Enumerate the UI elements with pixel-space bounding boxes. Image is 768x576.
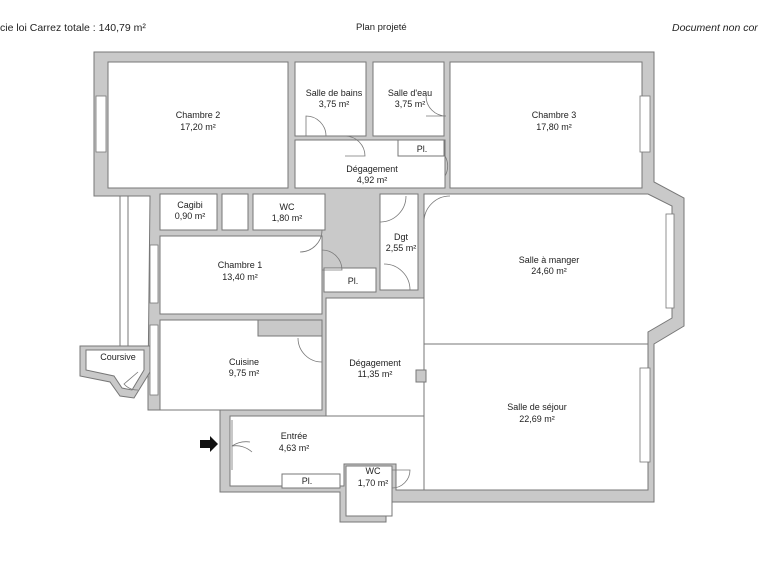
entree[interactable] <box>229 415 425 491</box>
room-name-pl-mid: Pl. <box>348 276 359 286</box>
room-name-pl-bottom: Pl. <box>302 476 313 486</box>
door-coursive[interactable] <box>123 371 139 391</box>
wc-bottom[interactable] <box>345 465 393 517</box>
window-cuisine <box>149 324 159 396</box>
window-chambre3 <box>639 95 651 153</box>
coursive[interactable] <box>85 349 145 391</box>
chambre-3[interactable] <box>449 61 643 189</box>
door-wc-bottom[interactable] <box>391 469 411 489</box>
plan-title: Plan projeté <box>356 22 407 33</box>
door-degagement-left[interactable] <box>344 135 366 157</box>
disclaimer-label: Document non cor <box>672 22 758 34</box>
door-dgt-bottom[interactable] <box>383 263 411 291</box>
window-salle-manger <box>665 213 675 309</box>
room-area-degagement-main: 11,35 m² <box>358 369 393 379</box>
placard-cagibi[interactable] <box>221 193 249 231</box>
partition-kitchen <box>257 319 323 337</box>
room-name-coursive: Coursive <box>100 352 136 362</box>
room-name-degagement-main: Dégagement <box>349 358 401 368</box>
room-area-wc-bottom: 1,70 m² <box>358 478 389 488</box>
room-area-cuisine: 9,75 m² <box>229 368 260 378</box>
door-cuisine[interactable] <box>297 337 323 363</box>
window-chambre1 <box>149 244 159 304</box>
room-name-cagibi: Cagibi <box>177 200 203 210</box>
window-chambre2 <box>95 95 107 153</box>
room-name-sde: Salle d'eau <box>388 88 432 98</box>
room-area-wc-top: 1,80 m² <box>272 213 303 223</box>
window-sejour <box>639 367 651 463</box>
dgt[interactable] <box>379 193 419 291</box>
room-name-salle-sejour: Salle de séjour <box>507 402 567 412</box>
room-area-degagement-top: 4,92 m² <box>357 175 388 185</box>
room-name-wc-top: WC <box>280 202 295 212</box>
room-area-sdb: 3,75 m² <box>319 99 350 109</box>
door-sde[interactable] <box>425 95 447 117</box>
room-name-salle-manger: Salle à manger <box>519 255 580 265</box>
placard-top[interactable] <box>397 139 445 157</box>
pillar <box>415 369 427 383</box>
room-area-entree: 4,63 m² <box>279 443 310 453</box>
chambre-2[interactable] <box>107 61 289 189</box>
door-chambre1[interactable] <box>321 249 343 271</box>
room-name-pl-top: Pl. <box>417 144 428 154</box>
door-degagement-right[interactable] <box>425 155 449 177</box>
chambre-1[interactable] <box>159 235 323 315</box>
room-name-entree: Entrée <box>281 431 308 441</box>
placard-bottom[interactable] <box>281 473 341 489</box>
door-dgt-top[interactable] <box>379 195 407 223</box>
door-entree-right[interactable] <box>231 445 253 470</box>
room-area-sde: 3,75 m² <box>395 99 426 109</box>
salle-de-bains[interactable] <box>294 61 367 137</box>
room-name-wc-bottom: WC <box>366 466 381 476</box>
room-name-degagement-top: Dégagement <box>346 164 398 174</box>
room-area-chambre1: 13,40 m² <box>222 272 258 282</box>
room-name-dgt: Dgt <box>394 232 409 242</box>
room-area-salle-manger: 24,60 m² <box>531 266 567 276</box>
room-name-chambre2: Chambre 2 <box>176 110 221 120</box>
room-name-chambre1: Chambre 1 <box>218 260 263 270</box>
room-area-salle-sejour: 22,69 m² <box>519 414 555 424</box>
room-area-chambre3: 17,80 m² <box>536 122 572 132</box>
total-surface-label: cie loi Carrez totale : 140,79 m² <box>0 22 146 34</box>
placard-mid[interactable] <box>323 267 377 293</box>
door-salle-manger[interactable] <box>423 195 451 223</box>
balcony-rail <box>119 196 129 346</box>
room-area-chambre2: 17,20 m² <box>180 122 216 132</box>
door-wc-top[interactable] <box>299 229 323 253</box>
cagibi[interactable] <box>159 193 218 231</box>
door-sdb[interactable] <box>305 115 327 137</box>
room-area-dgt: 2,55 m² <box>386 243 417 253</box>
wc-top[interactable] <box>252 193 326 231</box>
room-name-chambre3: Chambre 3 <box>532 110 577 120</box>
room-area-cagibi: 0,90 m² <box>175 211 206 221</box>
salle-d-eau[interactable] <box>372 61 445 137</box>
room-name-cuisine: Cuisine <box>229 357 259 367</box>
room-name-sdb: Salle de bains <box>306 88 363 98</box>
arrow-right-icon <box>200 436 218 452</box>
